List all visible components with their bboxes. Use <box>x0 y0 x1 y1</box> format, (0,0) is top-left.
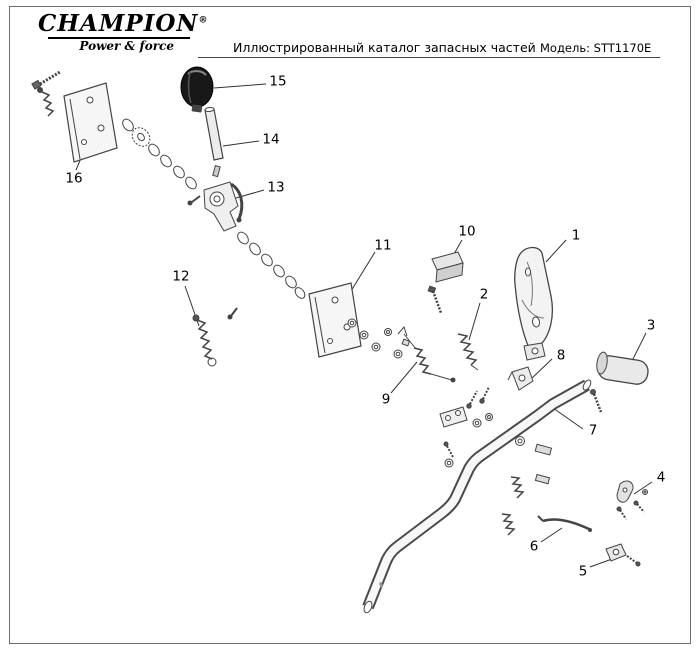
part-callout-10: 10 <box>458 223 476 240</box>
part-3-drawing <box>590 351 649 413</box>
part-15-drawing <box>180 66 214 113</box>
part-2-drawing <box>457 333 479 371</box>
part-callout-15: 15 <box>269 73 287 90</box>
part-callout-7: 7 <box>588 422 598 439</box>
model-label: Модель: STT1170E <box>540 41 652 55</box>
catalog-title: Иллюстрированный каталог запасных частей <box>233 40 536 55</box>
part-callout-11: 11 <box>374 237 392 254</box>
part-callout-1: 1 <box>571 227 581 244</box>
header-divider <box>198 57 660 58</box>
part-14-drawing <box>204 106 224 161</box>
part-4-drawing <box>616 480 648 520</box>
part-12-drawing <box>192 307 238 367</box>
part-10-drawing <box>427 251 464 314</box>
part-callout-6: 6 <box>529 538 539 555</box>
part-callout-8: 8 <box>556 347 566 364</box>
brand-tagline: Power & force <box>79 39 174 53</box>
hardware-cluster-drawing <box>439 386 553 536</box>
part-11-drawing <box>308 282 411 359</box>
registered-mark-icon: ® <box>198 15 209 26</box>
washer-chain-drawing <box>122 118 306 299</box>
part-13-drawing <box>187 165 244 232</box>
part-callout-14: 14 <box>262 131 280 148</box>
part-9-drawing <box>397 326 456 383</box>
part-5-drawing <box>605 543 641 567</box>
part-16-drawing <box>31 70 118 163</box>
part-7-drawing <box>362 379 592 614</box>
champion-logo: CHAMPION® Power & force <box>38 12 207 53</box>
logo-underline <box>48 37 190 39</box>
part-callout-16: 16 <box>65 170 83 187</box>
part-6-drawing <box>537 515 592 532</box>
brand-text: CHAMPION <box>38 10 199 37</box>
part-callout-3: 3 <box>646 317 656 334</box>
part-callout-4: 4 <box>656 469 666 486</box>
brand-wordmark: CHAMPION® <box>38 12 207 35</box>
part-callout-9: 9 <box>381 391 391 408</box>
part-callout-13: 13 <box>267 179 285 196</box>
part-callout-12: 12 <box>172 268 190 285</box>
part-callout-5: 5 <box>578 563 588 580</box>
part-callout-2: 2 <box>479 286 489 303</box>
part-1-drawing <box>514 246 554 361</box>
part-8-drawing <box>507 366 534 391</box>
